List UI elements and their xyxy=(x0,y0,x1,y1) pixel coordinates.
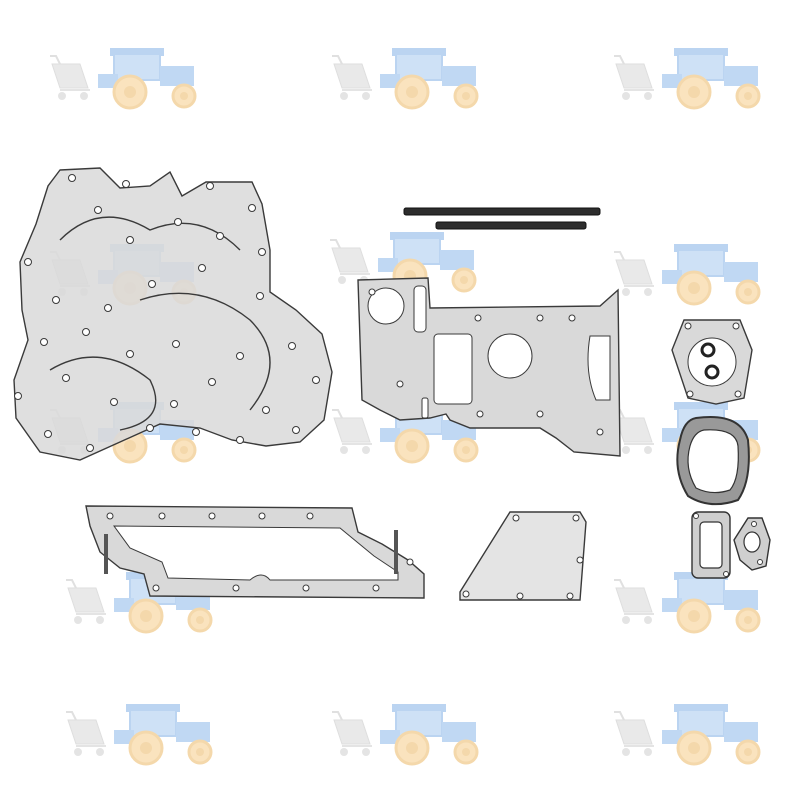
cover-plate-gasket xyxy=(459,511,587,601)
tractor-watermark-icon xyxy=(64,702,213,766)
gasket-set xyxy=(13,167,771,601)
small-flange-gasket xyxy=(733,517,771,571)
oval-gasket xyxy=(676,416,750,506)
oil-pan-gasket xyxy=(85,505,425,599)
o-ring-bottom xyxy=(704,364,720,380)
sealing-strip-long xyxy=(403,207,601,216)
tractor-watermark-icon xyxy=(612,46,761,110)
tractor-watermark-icon xyxy=(330,702,479,766)
timing-cover-gasket xyxy=(13,167,333,461)
rectangular-gasket xyxy=(691,511,731,579)
tractor-watermark-icon xyxy=(48,46,197,110)
tractor-watermark-icon xyxy=(612,702,761,766)
engine-plate-gasket xyxy=(357,277,621,457)
tractor-watermark-icon xyxy=(330,46,479,110)
o-ring-top xyxy=(700,342,716,358)
round-flange-gasket xyxy=(671,319,753,405)
tractor-watermark-icon xyxy=(612,242,761,306)
sealing-strip-short xyxy=(435,221,587,230)
tractor-watermark-icon xyxy=(612,570,761,634)
